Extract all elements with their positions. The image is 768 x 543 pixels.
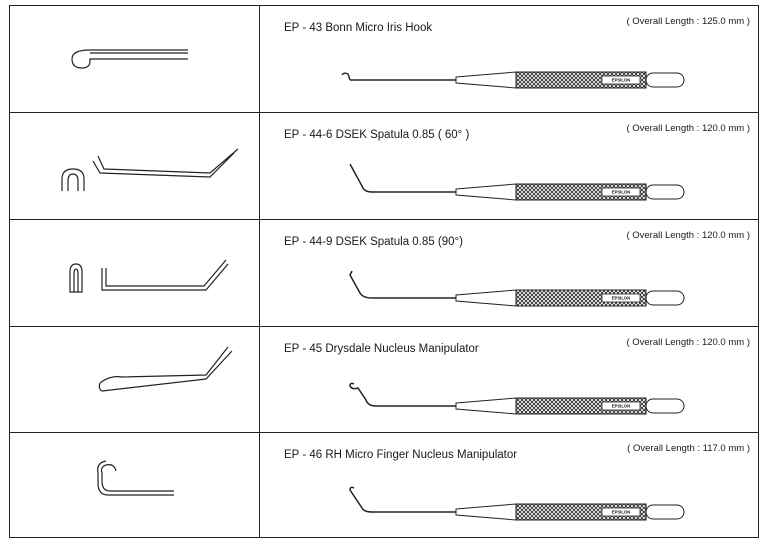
product-title: EP - 46 RH Micro Finger Nucleus Manipula… [284,449,518,461]
product-title: EP - 44-6 DSEK Spatula 0.85 ( 60° ) [284,129,470,141]
tip-detail-cell [10,6,260,112]
overall-length: ( Overall Length : 125.0 mm ) [626,16,750,27]
brand-label: EPSILON [612,296,630,301]
product-info-cell: EP - 43 Bonn Micro Iris Hook ( Overall L… [260,6,758,112]
instrument-illustration: EPSILON [341,71,685,89]
product-title: EP - 43 Bonn Micro Iris Hook [284,22,433,34]
tip-detail-cell [10,327,260,432]
product-row-ep-45: EP - 45 Drysdale Nucleus Manipulator ( O… [10,327,758,433]
overall-length: ( Overall Length : 117.0 mm ) [627,443,750,454]
instrument-illustration: EPSILON [349,486,685,521]
product-info-cell: EP - 44-9 DSEK Spatula 0.85 (90°) ( Over… [260,220,758,326]
product-info-cell: EP - 46 RH Micro Finger Nucleus Manipula… [260,433,758,537]
brand-label: EPSILON [612,78,630,83]
brand-label: EPSILON [612,404,630,409]
product-title: EP - 44-9 DSEK Spatula 0.85 (90°) [284,236,463,248]
product-row-ep-43: EP - 43 Bonn Micro Iris Hook ( Overall L… [10,6,758,113]
micro-finger-tip-icon [97,460,174,496]
tip-detail-cell [10,113,260,219]
tip-detail-cell [10,220,260,326]
overall-length: ( Overall Length : 120.0 mm ) [626,230,750,241]
instrument-illustration: EPSILON [349,382,685,415]
instrument-illustration: EPSILON [349,270,685,307]
instrument-illustration: EPSILON [349,163,685,201]
product-row-ep-44-9: EP - 44-9 DSEK Spatula 0.85 (90°) ( Over… [10,220,758,327]
product-title: EP - 45 Drysdale Nucleus Manipulator [284,343,479,355]
spatula-90-tip-icon [69,259,229,293]
spatula-60-tip-icon [61,148,239,191]
brand-label: EPSILON [612,510,630,515]
hook-tip-icon [71,49,188,69]
nucleus-manipulator-tip-icon [98,346,233,392]
brand-label: EPSILON [612,190,630,195]
overall-length: ( Overall Length : 120.0 mm ) [626,123,750,134]
product-info-cell: EP - 44-6 DSEK Spatula 0.85 ( 60° ) ( Ov… [260,113,758,219]
product-row-ep-44-6: EP - 44-6 DSEK Spatula 0.85 ( 60° ) ( Ov… [10,113,758,220]
product-info-cell: EP - 45 Drysdale Nucleus Manipulator ( O… [260,327,758,432]
overall-length: ( Overall Length : 120.0 mm ) [626,337,750,348]
product-row-ep-46: EP - 46 RH Micro Finger Nucleus Manipula… [10,433,758,537]
tip-detail-cell [10,433,260,537]
product-catalog-table: EP - 43 Bonn Micro Iris Hook ( Overall L… [9,5,759,538]
